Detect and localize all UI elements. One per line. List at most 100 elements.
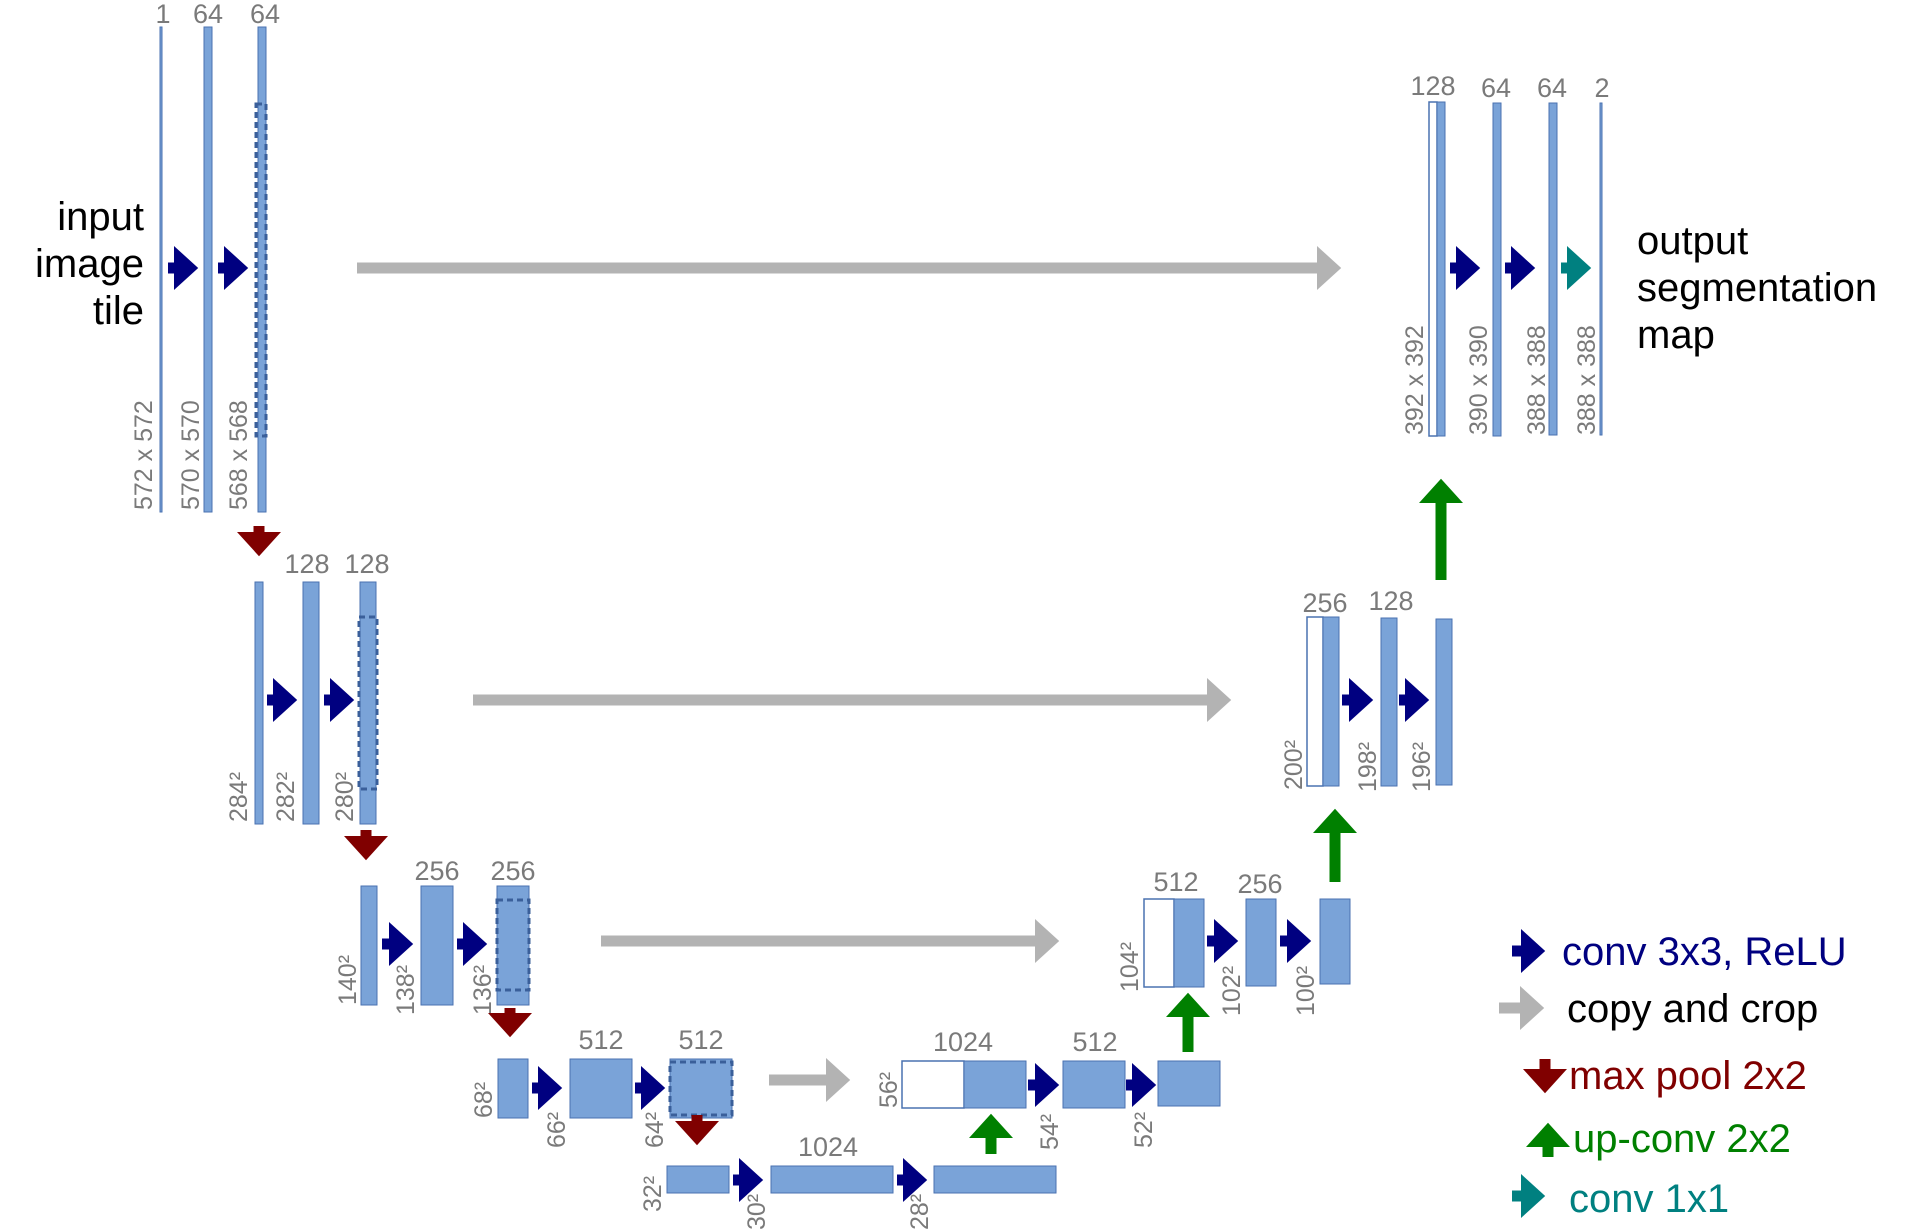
output-label-line: segmentation <box>1637 266 1877 310</box>
legend-conv1x1-label: conv 1x1 <box>1569 1177 1729 1221</box>
spatial-size: 64² <box>641 1112 669 1148</box>
spatial-size: 100² <box>1292 966 1320 1016</box>
spatial-size: 102² <box>1218 966 1246 1016</box>
feature-map-block <box>1492 102 1502 437</box>
spatial-size: 200² <box>1280 740 1308 790</box>
spatial-size: 568 x 568 <box>225 400 253 510</box>
encoder-level-4: 512 512 68² 66² 64² <box>470 1025 734 1148</box>
channel-count: 128 <box>284 549 329 579</box>
spatial-size: 104² <box>1116 942 1144 992</box>
input-label-line: input <box>57 195 144 239</box>
up-conv-arrows <box>969 478 1463 1154</box>
output-label-line: output <box>1637 219 1748 263</box>
feature-map-block <box>669 1058 733 1119</box>
feature-map-block <box>1173 898 1205 988</box>
channel-count: 512 <box>1153 867 1198 897</box>
channel-count: 256 <box>1237 869 1282 899</box>
channel-count: 512 <box>678 1025 723 1055</box>
spatial-size: 392 x 392 <box>1401 325 1429 435</box>
spatial-size: 54² <box>1036 1114 1064 1150</box>
decoder-level-4: 1024 512 56² 54² 52² <box>875 1027 1221 1150</box>
spatial-size: 56² <box>875 1072 903 1108</box>
spatial-size: 28² <box>906 1194 934 1230</box>
feature-map-block <box>1435 618 1453 786</box>
output-label-line: map <box>1637 313 1715 357</box>
spatial-size: 570 x 570 <box>177 400 205 510</box>
feature-map-block <box>1548 102 1558 436</box>
encoder-level-2: 128 128 284² 282² 280² <box>225 549 390 825</box>
feature-map-block <box>569 1058 633 1119</box>
spatial-size: 138² <box>392 965 420 1015</box>
channel-count: 1024 <box>933 1027 993 1057</box>
spatial-size: 572 x 572 <box>130 400 158 510</box>
feature-map-block <box>1319 898 1351 985</box>
feature-map-block <box>254 581 264 825</box>
spatial-size: 140² <box>334 955 362 1005</box>
spatial-size: 196² <box>1408 742 1436 792</box>
spatial-size: 280² <box>331 772 359 822</box>
decoder-level-2: 256 128 200² 198² 196² <box>1280 586 1453 792</box>
feature-map-block <box>1322 616 1340 787</box>
channel-count: 1024 <box>798 1132 858 1162</box>
max-pool-arrows <box>237 526 719 1146</box>
legend-copy-label: copy and crop <box>1567 987 1818 1031</box>
legend-conv-label: conv 3x3, ReLU <box>1562 930 1847 974</box>
feature-map-block <box>302 581 320 825</box>
crop-region <box>254 102 268 438</box>
output-block <box>1599 102 1603 436</box>
input-label-line: image <box>35 242 144 286</box>
spatial-size: 136² <box>469 965 497 1015</box>
feature-map-block <box>497 1058 529 1119</box>
channel-count: 256 <box>1302 588 1347 618</box>
feature-map-block <box>933 1165 1057 1194</box>
feature-map-block <box>1157 1060 1221 1107</box>
channel-count: 64 <box>193 0 223 29</box>
legend: conv 3x3, ReLU copy and crop max pool 2x… <box>1499 929 1847 1221</box>
conv-arrows <box>168 246 1536 1202</box>
feature-map-block <box>963 1060 1027 1109</box>
crop-region <box>495 898 531 992</box>
feature-map-block <box>1245 898 1277 987</box>
channel-count: 64 <box>1537 73 1567 103</box>
channel-count: 128 <box>1410 71 1455 101</box>
feature-map-block <box>420 885 454 1006</box>
feature-map-block <box>496 885 530 1006</box>
channel-count: 128 <box>344 549 389 579</box>
feature-map-block <box>770 1165 894 1194</box>
copy-crop-arrows <box>357 246 1342 1102</box>
feature-map-block <box>1436 101 1446 437</box>
spatial-size: 388 x 388 <box>1523 325 1551 435</box>
input-label: input image tile <box>35 195 144 333</box>
channel-count: 64 <box>1481 73 1511 103</box>
encoder-level-1: 1 64 64 572 x 572 570 x 570 568 x 568 <box>130 0 280 513</box>
channel-count: 2 <box>1594 73 1609 103</box>
decoder-level-1: 128 64 64 2 392 x 392 390 x 390 388 x 38… <box>1401 71 1610 437</box>
legend-pool-label: max pool 2x2 <box>1569 1054 1807 1098</box>
channel-count: 512 <box>1072 1027 1117 1057</box>
crop-region <box>357 615 379 791</box>
spatial-size: 388 x 388 <box>1573 325 1601 435</box>
spatial-size: 32² <box>639 1176 667 1212</box>
spatial-size: 284² <box>225 772 253 822</box>
channel-count: 64 <box>250 0 280 29</box>
bottleneck: 1024 32² 30² 28² <box>639 1132 1057 1230</box>
channel-count: 128 <box>1368 586 1413 616</box>
spatial-size: 68² <box>470 1082 498 1118</box>
copied-feature-block <box>901 1060 965 1109</box>
spatial-size: 52² <box>1130 1112 1158 1148</box>
spatial-size: 198² <box>1354 742 1382 792</box>
input-label-line: tile <box>93 289 144 333</box>
copied-feature-block <box>1428 101 1438 437</box>
copied-feature-block <box>1143 898 1175 988</box>
channel-count: 256 <box>490 856 535 886</box>
spatial-size: 66² <box>543 1112 571 1148</box>
feature-map-block <box>203 26 213 513</box>
feature-map-block <box>666 1165 730 1194</box>
channel-count: 1 <box>155 0 170 29</box>
output-label: output segmentation map <box>1637 219 1877 357</box>
spatial-size: 282² <box>272 772 300 822</box>
spatial-size: 390 x 390 <box>1465 325 1493 435</box>
legend-upconv-label: up-conv 2x2 <box>1573 1117 1791 1161</box>
feature-map-block <box>1380 617 1398 787</box>
